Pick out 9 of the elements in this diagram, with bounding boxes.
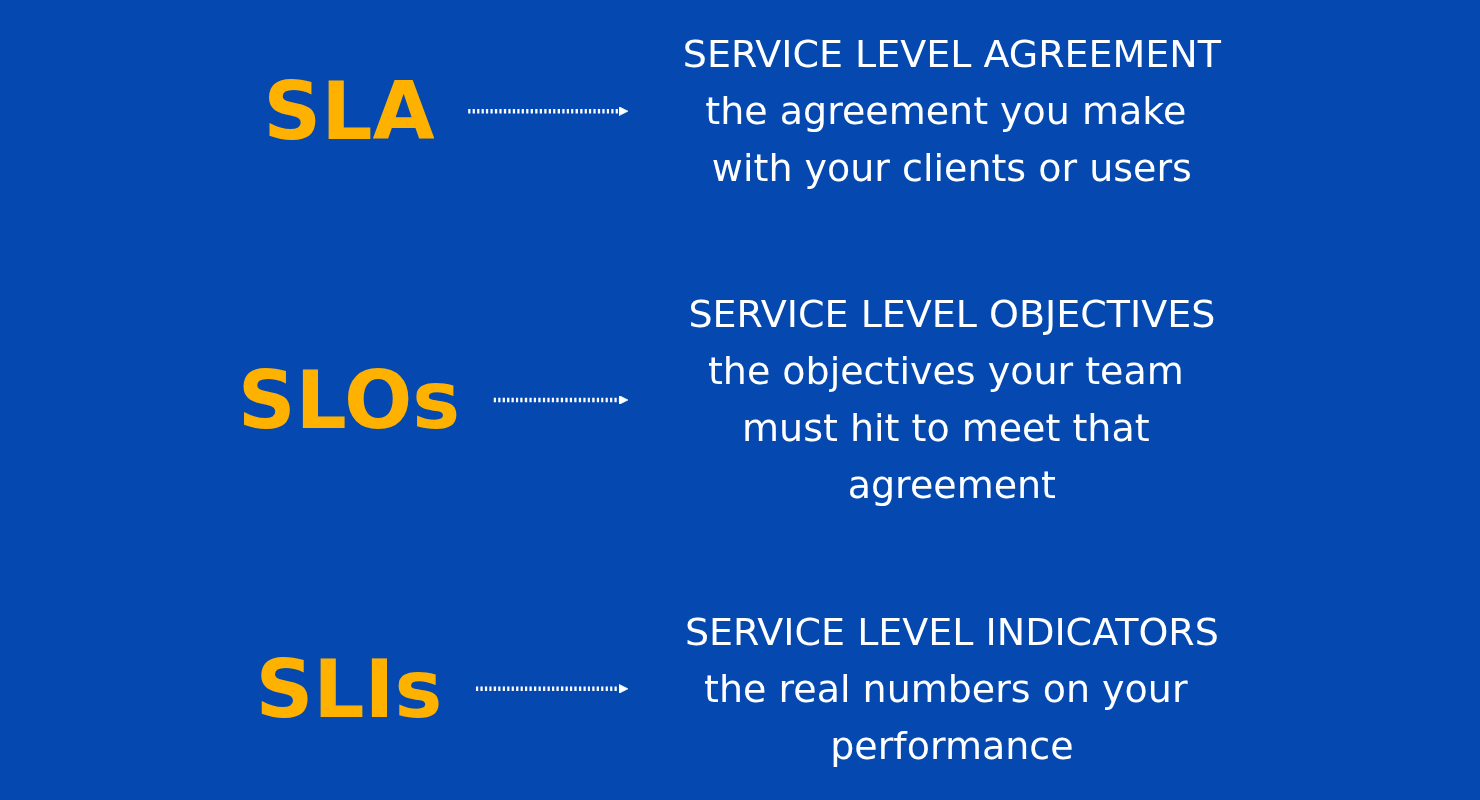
- node-text: SERVICE LEVEL INDICATORS the real numbers on your performance: [684, 608, 1219, 768]
- node-text: SERVICE LEVEL OBJECTIVES the objectives your team must hit to meet that agreement: [688, 291, 1216, 508]
- node-text: SLIs: [255, 641, 443, 736]
- node-text: SLOs: [237, 353, 461, 447]
- node-text: SLA: [263, 64, 435, 159]
- arrow: [468, 106, 629, 117]
- node-text: SERVICE LEVEL AGREEMENT the agreement you make with your clients or users: [682, 31, 1221, 190]
- arrow: [493, 395, 629, 405]
- arrow: [475, 683, 629, 694]
